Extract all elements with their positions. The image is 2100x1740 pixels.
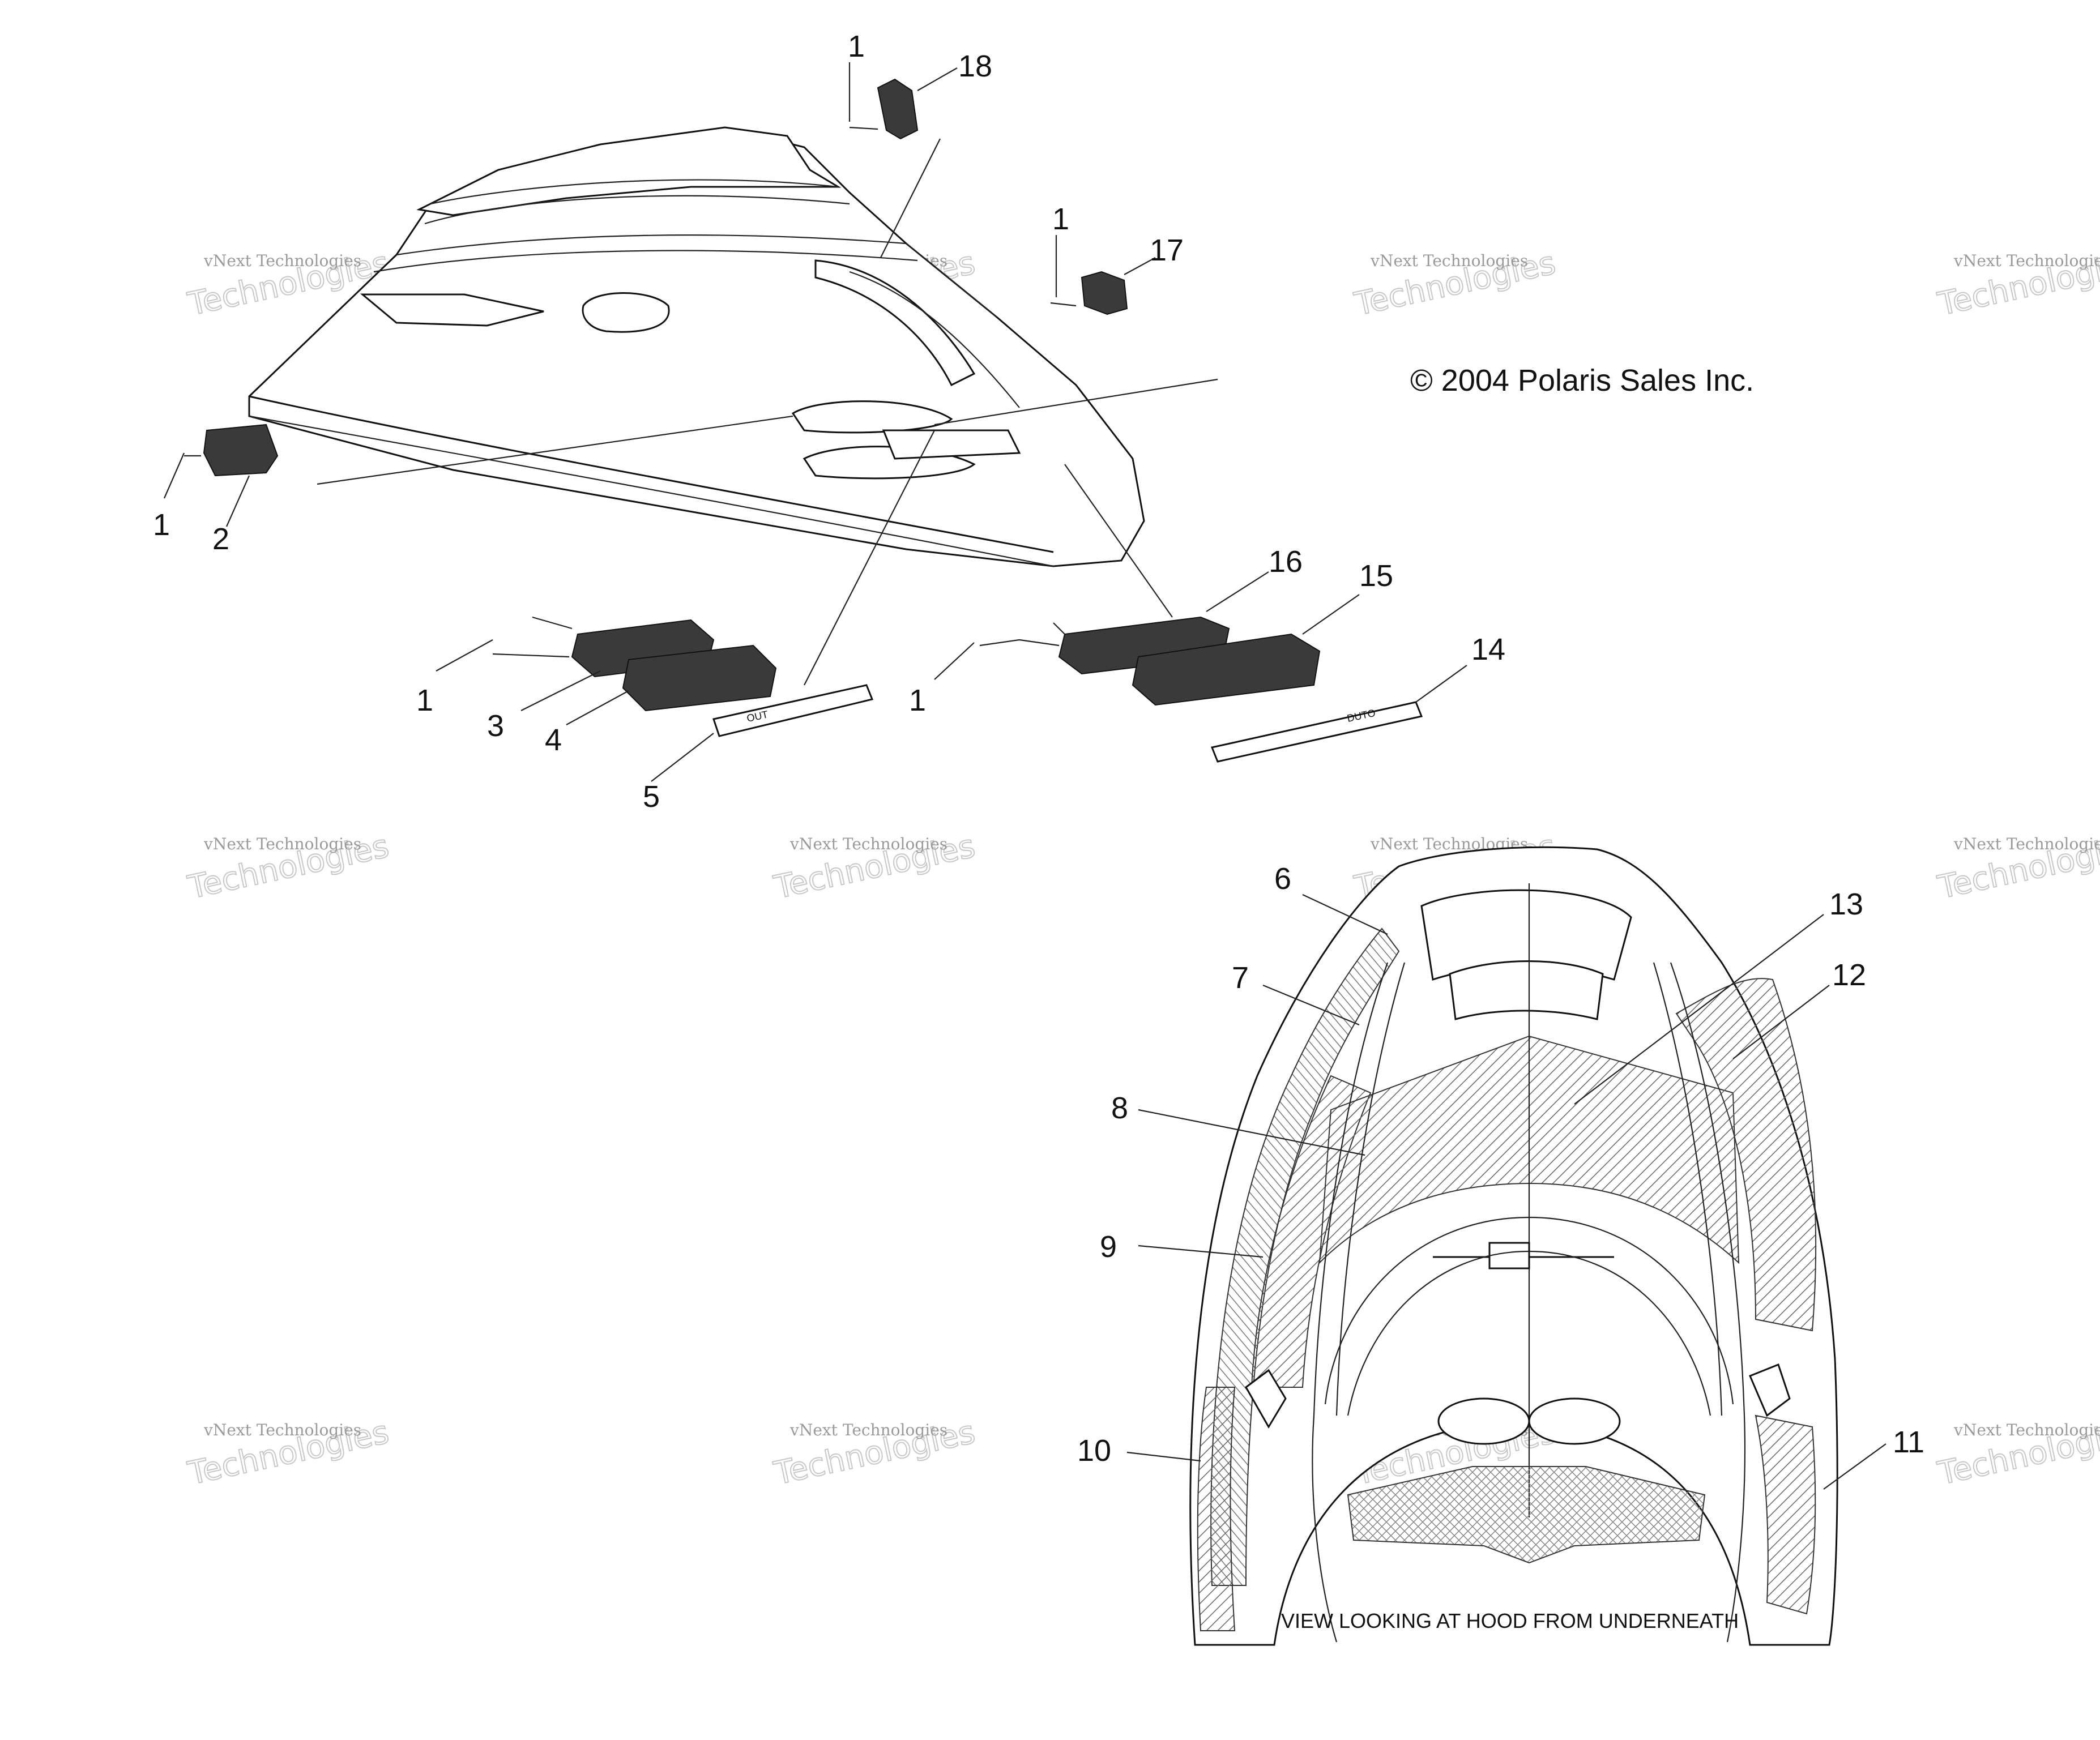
view-caption: VIEW LOOKING AT HOOD FROM UNDERNEATH [1281,1609,1739,1632]
watermark: Technologies vNext Technologies [770,1413,979,1493]
callout-1-left: 1 [153,508,170,542]
callout-11: 11 [1893,1425,1924,1459]
callout-15: 15 [1359,559,1393,593]
callout-14: 14 [1471,632,1505,666]
svg-text:vNext Technologies: vNext Technologies [1953,1421,2100,1439]
decal-11 [1755,1414,1816,1615]
callout-10: 10 [1077,1434,1111,1468]
callout-9: 9 [1100,1230,1117,1264]
callout-2: 2 [212,522,229,556]
svg-text:vNext Technologies: vNext Technologies [1953,251,2100,270]
part-4-vent-louver [622,644,777,712]
watermark: Technologies vNext Technologies [1351,244,1559,324]
part-2-vent [163,424,279,527]
decal-10 [1197,1387,1236,1631]
leader-lines-bottom [1126,894,1886,1490]
watermark: Technologies vNext Technologies [770,827,979,907]
watermark: Technologies vNext Technologies [184,827,392,907]
callout-5: 5 [643,780,660,814]
callout-8: 8 [1111,1091,1128,1125]
callout-16: 16 [1269,545,1303,579]
part-5-decal: OUT [651,684,874,782]
part-15-vent-louver [1132,594,1360,706]
watermark: Technologies vNext Technologies [1934,244,2100,324]
part-17-vent-cap [1050,235,1156,315]
svg-text:vNext Technologies: vNext Technologies [789,1421,947,1439]
callout-1-right: 1 [1052,202,1069,236]
watermark: Technologies vNext Technologies [1934,1413,2100,1493]
hood-nose-vent-3 [882,429,1021,460]
part-14-decal: DUTO [1210,665,1467,763]
hood-vent-left-opening [360,293,544,327]
hood-front-grid [1347,1466,1706,1564]
callout-17: 17 [1150,233,1184,267]
watermark: Technologies vNext Technologies [1934,827,2100,907]
hood-top-view [248,126,1218,686]
hood-scoop [814,259,976,387]
callout-6: 6 [1274,862,1291,896]
hood-underside-view: VIEW LOOKING AT HOOD FROM UNDERNEATH [1189,846,1838,1646]
part-18-vent-cap [848,62,958,140]
callout-1-mid2: 1 [909,683,926,717]
callout-3: 3 [487,709,504,743]
hood-center-opening [582,292,670,333]
callout-7: 7 [1232,961,1249,995]
callout-1-mid: 1 [416,683,433,717]
callout-4: 4 [545,723,562,757]
callout-1-top: 1 [848,29,865,63]
decal-12 [1675,978,1817,1332]
svg-text:vNext Technologies: vNext Technologies [789,835,947,853]
callout-12: 12 [1832,958,1866,992]
callout-18: 18 [958,49,992,83]
callout-13: 13 [1829,887,1863,921]
callout-labels: 1 18 1 17 1 2 1 3 4 5 1 16 15 14 6 7 8 9… [153,29,1924,1468]
svg-text:vNext Technologies: vNext Technologies [203,251,361,270]
svg-text:vNext Technologies: vNext Technologies [203,1421,361,1439]
svg-text:vNext Technologies: vNext Technologies [203,835,361,853]
svg-text:vNext Technologies: vNext Technologies [1370,251,1528,270]
svg-text:vNext Technologies: vNext Technologies [1953,835,2100,853]
watermark: Technologies vNext Technologies [184,1413,392,1493]
copyright-text: © 2004 Polaris Sales Inc. [1410,364,1754,397]
hood-nose-vent-1 [791,400,953,434]
